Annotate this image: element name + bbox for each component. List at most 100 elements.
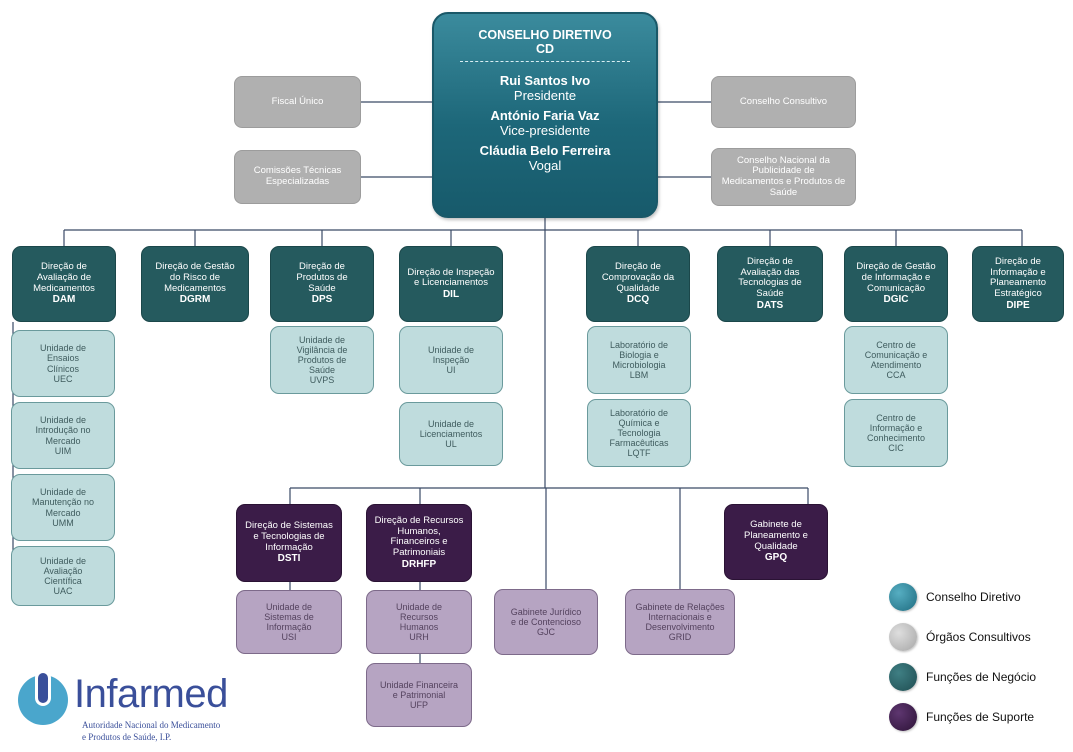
unidade-acronym: GJC — [537, 627, 555, 638]
direcao-dcq-box: Direção de Comprovação da Qualidade DCQ — [586, 246, 690, 322]
unidade-acronym: UAC — [53, 586, 73, 597]
fiscal-unico-label: Fiscal Único — [271, 95, 324, 107]
unidade-cic-box: Centro de Informação e Conhecimento CIC — [844, 399, 948, 467]
legend-swatch-icon — [889, 583, 917, 611]
direcao-dgic-box: Direção de Gestão de Informação e Comuni… — [844, 246, 948, 322]
legend-label: Funções de Negócio — [926, 670, 1037, 684]
direcao-acronym: DIPE — [1006, 299, 1030, 311]
comissoes-tecnicas-label: Comissões Técnicas Especializadas — [253, 165, 342, 187]
unidade-cca-box: Centro de Comunicação e Atendimento CCA — [844, 326, 948, 394]
comissoes-tecnicas-box: Comissões Técnicas Especializadas — [234, 150, 361, 204]
direcao-name: Direção de Comprovação da Qualidade — [601, 261, 675, 294]
conselho-consultivo-label: Conselho Consultivo — [739, 95, 828, 107]
direcao-name: Direção de Avaliação das Tecnologias de … — [738, 256, 802, 300]
unidade-usi-box: Unidade de Sistemas de Informação USI — [236, 590, 342, 654]
unidade-acronym: URH — [409, 632, 429, 643]
direcao-acronym: DCQ — [626, 294, 650, 306]
unidade-name: Unidade de Inspeção — [427, 344, 475, 365]
direcao-acronym: DATS — [756, 299, 784, 311]
direcao-acronym: DGIC — [883, 294, 909, 306]
infarmed-tagline-2: e Produtos de Saúde, I.P. — [82, 732, 172, 742]
legend-orgaos-consultivos: Órgãos Consultivos — [889, 623, 1031, 651]
direcao-drhfp-box: Direção de Recursos Humanos, Financeiros… — [366, 504, 472, 582]
legend-funcoes-suporte: Funções de Suporte — [889, 703, 1034, 731]
conselho-diretivo-box: CONSELHO DIRETIVO CD Rui Santos Ivo Pres… — [432, 12, 658, 218]
direcao-acronym: DRHFP — [401, 558, 437, 570]
legend-label: Órgãos Consultivos — [926, 630, 1031, 644]
unidade-name: Laboratório de Biologia e Microbiologia — [609, 339, 669, 370]
unidade-acronym: LBM — [629, 370, 649, 381]
unidade-name: Unidade de Avaliação Científica — [39, 555, 87, 586]
legend-label: Conselho Diretivo — [926, 590, 1021, 604]
direcao-name: Direção de Recursos Humanos, Financeiros… — [374, 515, 464, 559]
direcao-dps-box: Direção de Produtos de Saúde DPS — [270, 246, 374, 322]
legend-conselho-diretivo: Conselho Diretivo — [889, 583, 1021, 611]
conselho-nacional-publicidade-label: Conselho Nacional da Publicidade de Medi… — [721, 154, 846, 198]
cd-member-name: Cláudia Belo Ferreira — [479, 143, 611, 159]
direcao-dats-box: Direção de Avaliação das Tecnologias de … — [717, 246, 823, 322]
cd-member-role: Presidente — [513, 87, 577, 103]
unidade-name: Gabinete Jurídico e de Contencioso — [510, 606, 582, 627]
unidade-uac-box: Unidade de Avaliação Científica UAC — [11, 546, 115, 606]
infarmed-wordmark: Infarmed — [74, 672, 228, 716]
unidade-uvps-box: Unidade de Vigilância de Produtos de Saú… — [270, 326, 374, 394]
unidade-acronym: CCA — [886, 370, 906, 381]
unidade-acronym: UFP — [410, 700, 428, 711]
unidade-name: Centro de Comunicação e Atendimento — [864, 339, 928, 370]
cd-member-role: Vogal — [528, 157, 562, 173]
unidade-acronym: UMM — [52, 517, 74, 528]
unidade-acronym: UVPS — [309, 375, 335, 386]
unidade-acronym: UL — [445, 439, 457, 450]
unidade-urh-box: Unidade de Recursos Humanos URH — [366, 590, 472, 654]
unidade-name: Laboratório de Química e Tecnologia Farm… — [609, 407, 669, 449]
direcao-acronym: DAM — [52, 294, 76, 306]
unidade-uec-box: Unidade de Ensaios Clínicos UEC — [11, 330, 115, 397]
direcao-name: Direção de Gestão de Informação e Comuni… — [856, 261, 936, 294]
unidade-lqtf-box: Laboratório de Química e Tecnologia Farm… — [587, 399, 691, 467]
direcao-name: Direção de Avaliação de Medicamentos — [33, 261, 95, 294]
infarmed-logo: Infarmed Autoridade Nacional do Medicame… — [14, 670, 254, 750]
cd-member-name: Rui Santos Ivo — [499, 73, 591, 88]
direcao-acronym: DSTI — [277, 553, 301, 565]
direcao-acronym: DIL — [442, 289, 460, 301]
unidade-ufp-box: Unidade Financeira e Patrimonial UFP — [366, 663, 472, 727]
unidade-acronym: GRID — [668, 632, 692, 643]
unidade-ul-box: Unidade de Licenciamentos UL — [399, 402, 503, 466]
direcao-acronym: DGRM — [179, 294, 211, 306]
cd-member-name: António Faria Vaz — [490, 108, 600, 124]
legend-swatch-icon — [889, 663, 917, 691]
direcao-dsti-box: Direção de Sistemas e Tecnologias de Inf… — [236, 504, 342, 582]
direcao-dam-box: Direção de Avaliação de Medicamentos DAM — [12, 246, 116, 322]
direcao-dipe-box: Direção de Informação e Planeamento Estr… — [972, 246, 1064, 322]
legend-funcoes-negocio: Funções de Negócio — [889, 663, 1036, 691]
unidade-name: Unidade de Ensaios Clínicos — [39, 343, 87, 374]
gabinete-grid-box: Gabinete de Relações Internacionais e De… — [625, 589, 735, 655]
conselho-consultivo-box: Conselho Consultivo — [711, 76, 856, 128]
unidade-name: Gabinete de Relações Internacionais e De… — [635, 601, 725, 632]
unidade-acronym: UIM — [54, 445, 72, 456]
direcao-name: Direção de Sistemas e Tecnologias de Inf… — [245, 520, 333, 553]
unidade-name: Centro de Informação e Conhecimento — [866, 412, 926, 443]
direcao-acronym: GPQ — [764, 552, 788, 564]
unidade-umm-box: Unidade de Manutenção no Mercado UMM — [11, 474, 115, 541]
direcao-acronym: DPS — [311, 294, 333, 306]
legend-label: Funções de Suporte — [926, 710, 1035, 724]
direcao-name: Gabinete de Planeamento e Qualidade — [744, 519, 808, 552]
unidade-acronym: UI — [446, 365, 456, 376]
unidade-name: Unidade de Licenciamentos — [419, 418, 483, 439]
cd-acronym: CD — [535, 42, 555, 56]
conselho-nacional-publicidade-box: Conselho Nacional da Publicidade de Medi… — [711, 148, 856, 206]
direcao-dil-box: Direção de Inspeção e Licenciamentos DIL — [399, 246, 503, 322]
unidade-name: Unidade de Recursos Humanos — [395, 601, 443, 632]
cd-title: CONSELHO DIRETIVO — [478, 28, 612, 42]
cd-member-role: Vice-presidente — [499, 122, 591, 138]
direcao-name: Direção de Gestão do Risco de Medicament… — [155, 261, 235, 294]
unidade-ui-box: Unidade de Inspeção UI — [399, 326, 503, 394]
unidade-name: Unidade de Vigilância de Produtos de Saú… — [296, 334, 348, 376]
unidade-uim-box: Unidade de Introdução no Mercado UIM — [11, 402, 115, 469]
unidade-acronym: LQTF — [627, 448, 651, 459]
unidade-acronym: CIC — [888, 443, 904, 454]
unidade-acronym: UEC — [53, 373, 73, 384]
unidade-name: Unidade de Sistemas de Informação — [264, 601, 314, 632]
direcao-name: Direção de Inspeção e Licenciamentos — [407, 266, 495, 289]
